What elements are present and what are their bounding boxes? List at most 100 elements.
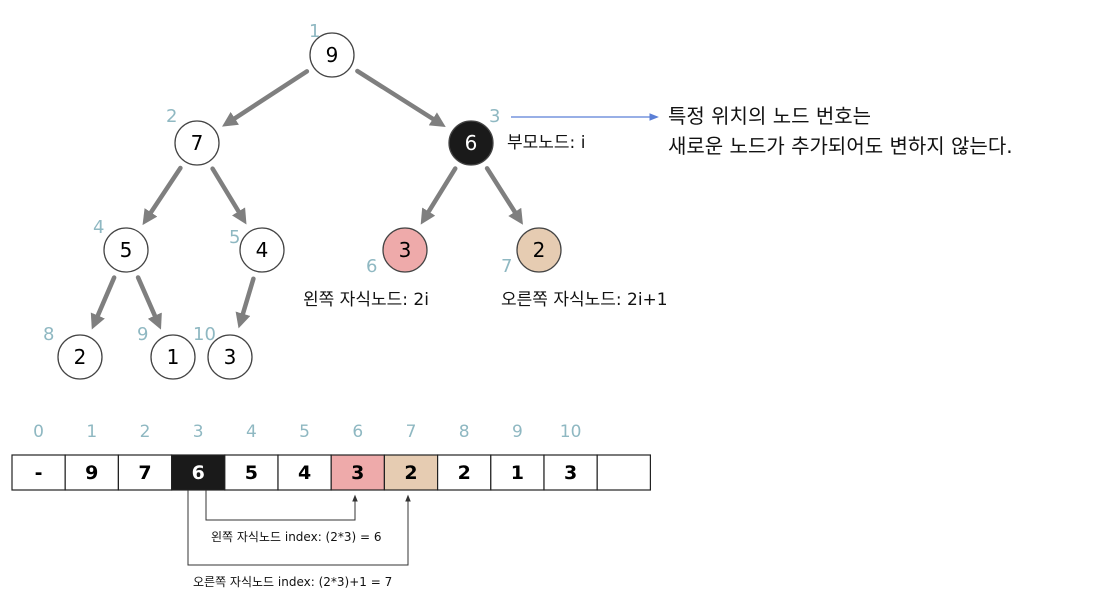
- note-line-2: 새로운 노드가 추가되어도 변하지 않는다.: [668, 134, 1013, 158]
- array-cell-box: [277, 454, 332, 491]
- tree-node-circle: [382, 227, 428, 273]
- tree-node-circle: [174, 120, 220, 166]
- tree-node-value: 9: [326, 43, 339, 67]
- tree-node-index: 2: [166, 106, 177, 127]
- tree-node-index: 5: [229, 227, 240, 248]
- tree-edge-2-4: [142, 165, 183, 226]
- tree-node-value: 7: [191, 131, 204, 155]
- right-connector-label: 오른쪽 자식노드 index: (2*3)+1 = 7: [193, 575, 392, 589]
- tree-node-value: 4: [256, 238, 269, 262]
- array-cell-0: -: [11, 454, 66, 491]
- tree-edge-3-7: [484, 166, 523, 225]
- tree-node-index: 4: [93, 217, 104, 238]
- tree-edges: [90, 68, 523, 330]
- tree-edge-1-2: [222, 69, 310, 127]
- tree-node-value: 2: [74, 345, 87, 369]
- array-index-label: 4: [246, 422, 257, 442]
- tree-node-1: 91: [309, 21, 355, 78]
- tree-edge-4-9: [135, 275, 162, 330]
- tree-node-circle: [239, 227, 285, 273]
- tree-node-3: 63: [448, 106, 500, 166]
- tree-edge-3-6: [420, 166, 458, 225]
- tree-node-circle: [103, 227, 149, 273]
- array-index-label: 10: [560, 422, 582, 442]
- array-cell-10: 3: [543, 454, 598, 491]
- array-index-label: 3: [193, 422, 204, 442]
- array-cell-value: 9: [85, 462, 98, 484]
- array-index-label: 0: [33, 422, 44, 442]
- tree-node-4: 54: [93, 217, 149, 273]
- array-cell-value: -: [35, 462, 43, 484]
- tree-node-value: 2: [533, 238, 546, 262]
- tree-node-8: 28: [43, 324, 103, 380]
- tree-node-2: 72: [166, 106, 220, 166]
- array-cell-value: 3: [351, 462, 364, 484]
- array-cell-box: [383, 454, 439, 491]
- tree-edge-1-3: [355, 68, 446, 128]
- tree-node-index: 10: [193, 324, 216, 345]
- tree-node-index: 6: [366, 256, 377, 277]
- tree-node-index: 8: [43, 324, 54, 345]
- tree-node-circle: [309, 32, 355, 78]
- array-cell-value: 6: [192, 462, 205, 484]
- array-index-label: 2: [140, 422, 151, 442]
- array-cell-value: 4: [298, 462, 311, 484]
- right-child-connector: [187, 490, 411, 566]
- array-cell-7: 2: [383, 454, 439, 491]
- array-cell-4: 5: [224, 454, 279, 491]
- tree-edge-2-5: [210, 166, 247, 225]
- tree-node-value: 6: [465, 131, 478, 155]
- tree-node-9: 19: [137, 324, 196, 380]
- array-cell-9: 1: [490, 454, 545, 491]
- left-connector-label: 왼쪽 자식노드 index: (2*3) = 6: [211, 530, 382, 544]
- tree-node-index: 1: [309, 21, 320, 42]
- tree-node-index: 9: [137, 324, 148, 345]
- tree-node-6: 36: [366, 227, 428, 277]
- tree-node-5: 45: [229, 227, 285, 273]
- tree-node-circle: [57, 334, 103, 380]
- array-cell-value: 2: [404, 462, 417, 484]
- tree-edge-5-10: [235, 276, 256, 329]
- array-cell-3: 6: [171, 454, 226, 491]
- array-cell-box: [330, 454, 386, 491]
- array-cell-value: 1: [511, 462, 524, 484]
- array-cell-1: 9: [64, 454, 119, 491]
- array-cell-value: 5: [245, 462, 258, 484]
- note-line-1: 특정 위치의 노드 번호는: [668, 104, 871, 128]
- tree-node-index: 7: [501, 256, 512, 277]
- array-cell-11: [596, 454, 652, 491]
- array-index-label: 7: [406, 422, 417, 442]
- tree-node-index: 3: [489, 106, 500, 127]
- left-child-connector: [205, 490, 358, 521]
- left-child-label: 왼쪽 자식노드: 2i: [303, 290, 429, 310]
- array-cell-8: 2: [437, 454, 492, 491]
- parent-label: 부모노드: i: [507, 133, 585, 153]
- array-cell-value: 7: [138, 462, 151, 484]
- tree-node-value: 5: [120, 238, 133, 262]
- tree-node-circle: [207, 334, 253, 380]
- array-index-label: 6: [352, 422, 363, 442]
- array-index-label: 9: [512, 422, 523, 442]
- array-cell-value: 2: [458, 462, 471, 484]
- tree-node-value: 1: [167, 345, 180, 369]
- tree-node-circle: [448, 120, 494, 166]
- tree-node-circle: [516, 227, 562, 273]
- array-cell-2: 7: [117, 454, 173, 491]
- array-index-label: 1: [86, 422, 97, 442]
- array-cell-5: 4: [277, 454, 332, 491]
- array-cell-box: [224, 454, 279, 491]
- tree-node-circle: [150, 334, 196, 380]
- tree-node-10: 3 10: [193, 324, 253, 380]
- right-child-label: 오른쪽 자식노드: 2i+1: [501, 290, 668, 310]
- array-cell-box: [596, 454, 652, 491]
- array-index-label: 8: [459, 422, 470, 442]
- tree-node-value: 3: [224, 345, 237, 369]
- tree-edge-4-8: [90, 275, 117, 330]
- array-cell-box: [11, 454, 66, 491]
- array-index-label: 5: [299, 422, 310, 442]
- tree-node-7: 27: [501, 227, 562, 277]
